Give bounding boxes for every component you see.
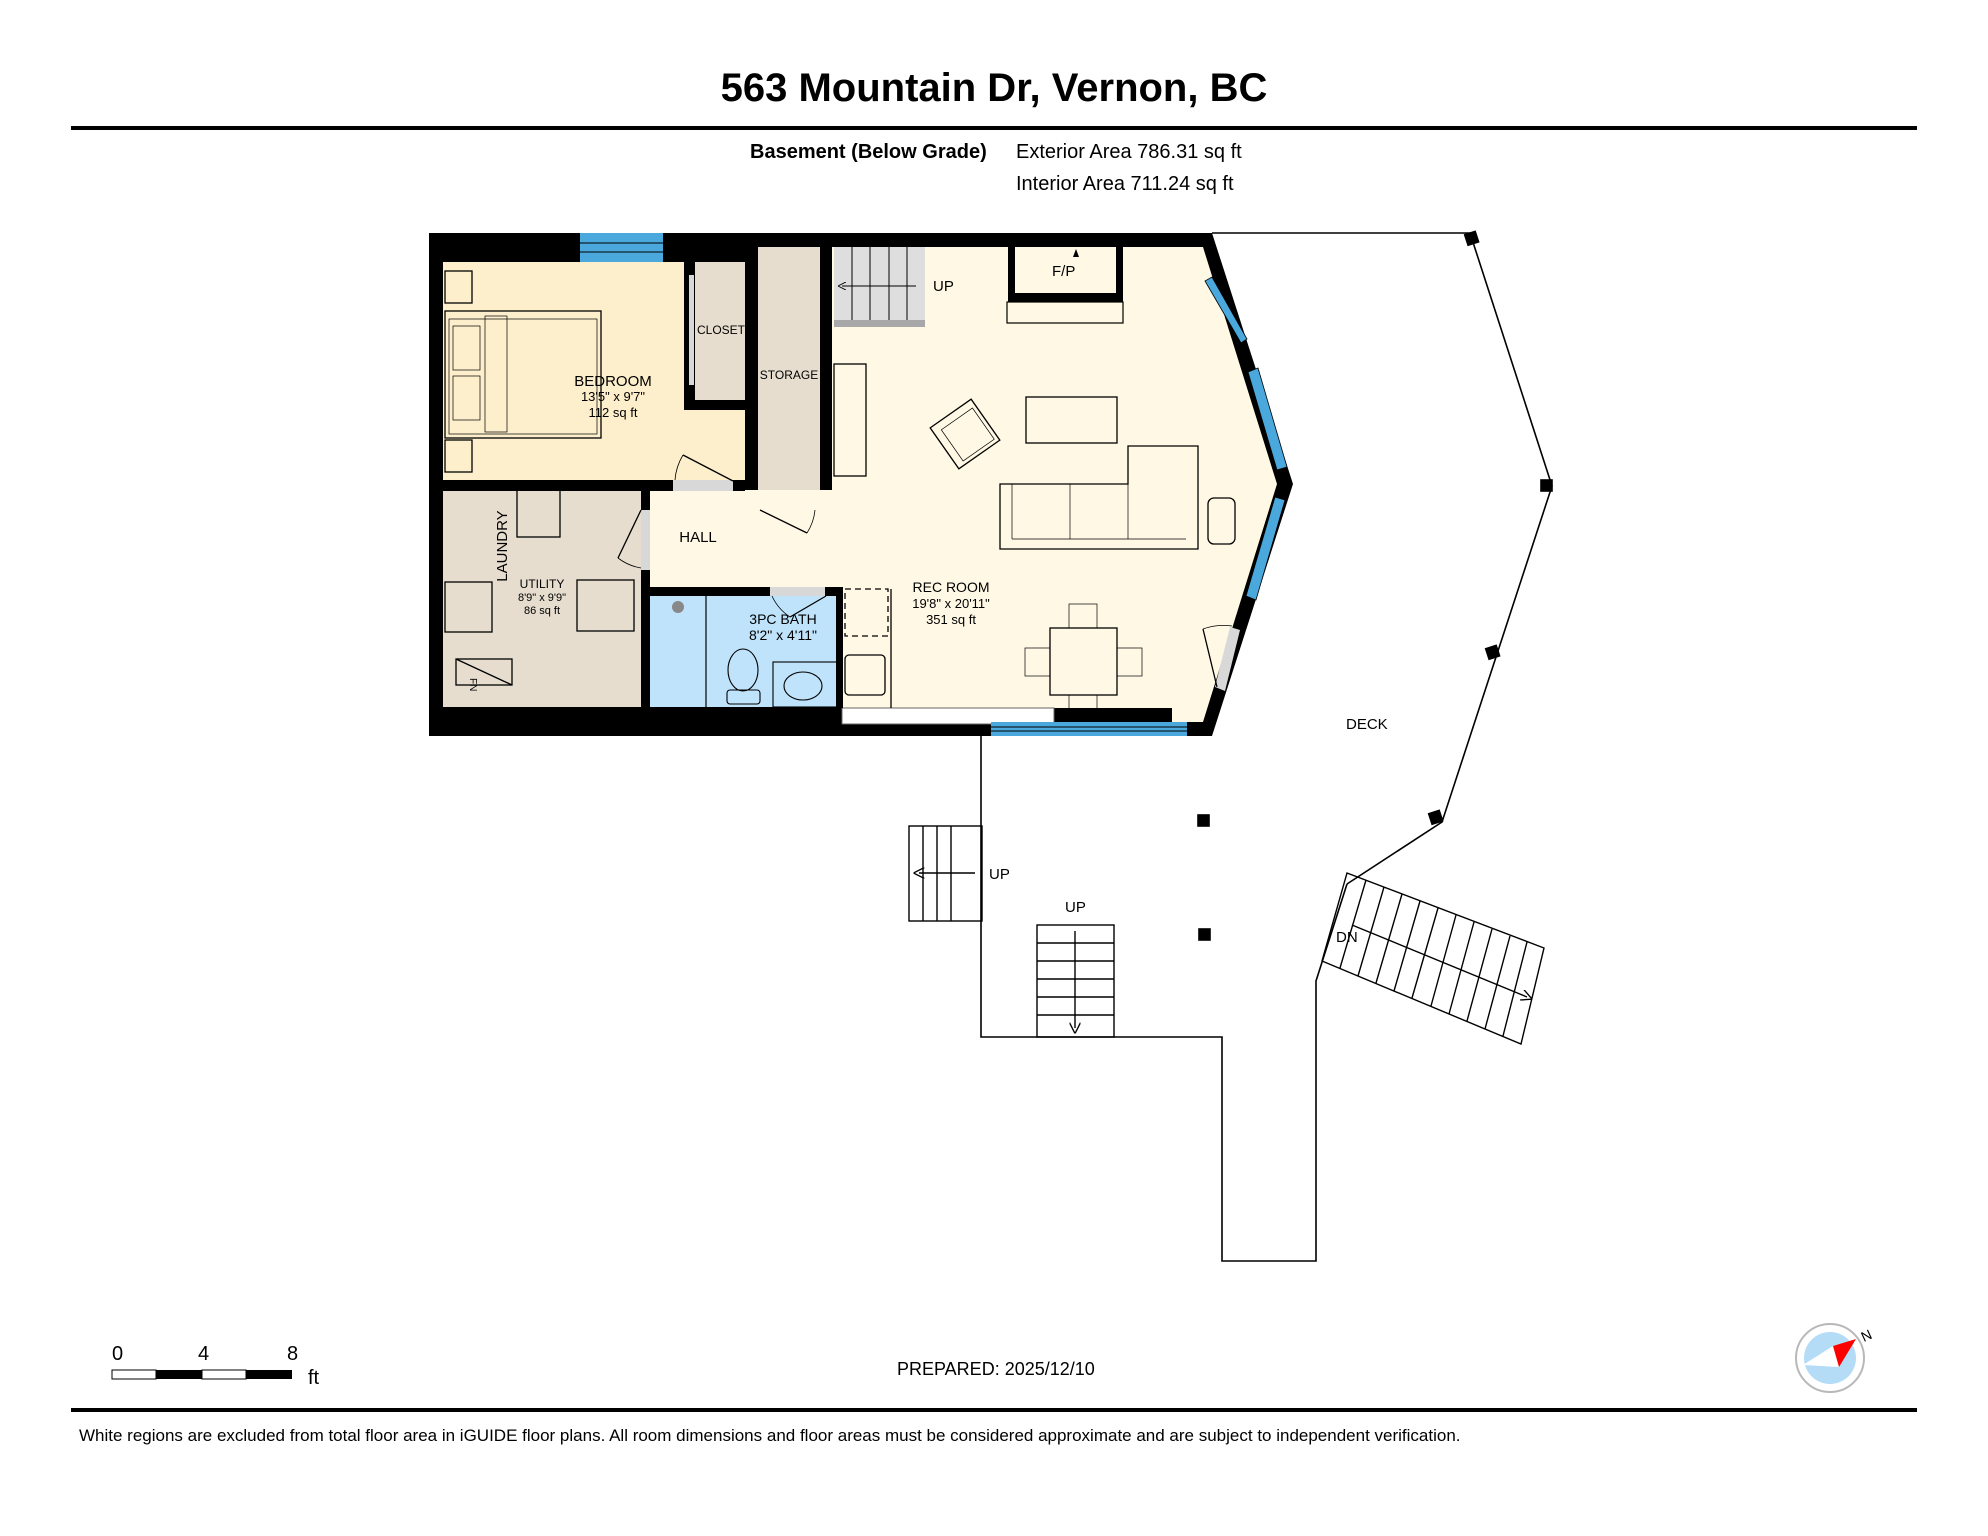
fireplace [1006, 247, 1124, 324]
room-label-bath: 3PC BATH [749, 611, 816, 627]
deck-stairs-left [908, 825, 983, 922]
room-area-rec-room: 351 sq ft [926, 612, 976, 627]
deck-stairs-right [1321, 872, 1545, 1045]
footer-divider [71, 1408, 1917, 1412]
storage-floor [758, 247, 820, 500]
scale-unit: ft [308, 1367, 320, 1389]
room-area-bedroom: 112 sq ft [589, 405, 638, 420]
window [580, 233, 663, 262]
disclaimer-text: White regions are excluded from total fl… [79, 1426, 1461, 1445]
window [991, 722, 1187, 736]
scale-tick-8: 8 [287, 1343, 298, 1365]
bath-fixtures [672, 601, 838, 708]
deck-stairs-left-label: UP [989, 866, 1010, 883]
room-label-rec-room: REC ROOM [913, 579, 990, 595]
furnace-label: FN [467, 678, 478, 691]
furniture [444, 270, 602, 473]
room-label-utility: UTILITY [520, 577, 565, 591]
room-label-hall: HALL [679, 529, 717, 546]
deck-stairs-center [1036, 924, 1115, 1038]
header-divider [71, 126, 1917, 130]
fireplace-label: F/P [1052, 263, 1075, 280]
room-dims-rec-room: 19'8" x 20'11" [912, 596, 990, 611]
deck [980, 230, 1553, 1262]
room-label-laundry: LAUNDRY [494, 510, 511, 581]
interior-area: Interior Area 711.24 sq ft [1016, 173, 1234, 195]
deck-stairs-right-label: DN [1336, 929, 1358, 946]
excluded-strip [841, 707, 1055, 725]
window [1204, 276, 1288, 601]
deck-stairs-center-label: UP [1065, 899, 1086, 916]
closet-floor [695, 262, 745, 400]
door-swings [617, 454, 1233, 688]
room-label-bedroom: BEDROOM [574, 373, 652, 390]
room-label-closet: CLOSET [697, 323, 746, 337]
room-dims-bath: 8'2" x 4'11" [749, 627, 817, 643]
prepared-date: PREPARED: 2025/12/10 [897, 1359, 1095, 1379]
hall-floor [650, 490, 832, 587]
interior-stairs-label: UP [933, 278, 954, 295]
bath-floor [650, 596, 842, 707]
room-area-utility: 86 sq ft [524, 605, 560, 617]
furniture [833, 363, 1236, 720]
scale-tick-0: 0 [112, 1343, 123, 1365]
utility-floor [443, 491, 641, 707]
page-title: 563 Mountain Dr, Vernon, BC [720, 66, 1268, 110]
door-opening [1215, 627, 1240, 691]
scale-bar: 0 4 8 ft [110, 1340, 350, 1405]
exterior-area: Exterior Area 786.31 sq ft [1016, 141, 1242, 163]
compass-icon: N [1795, 1315, 1885, 1400]
scale-tick-4: 4 [198, 1343, 209, 1365]
room-dims-utility: 8'9" x 9'9" [518, 592, 566, 604]
furniture [444, 486, 635, 686]
floor-level-label: Basement (Below Grade) [750, 141, 987, 163]
room-dims-bedroom: 13'5" x 9'7" [581, 389, 645, 404]
room-label-storage: STORAGE [760, 368, 818, 382]
deck-label: DECK [1346, 716, 1388, 733]
interior-stairs [834, 247, 925, 327]
